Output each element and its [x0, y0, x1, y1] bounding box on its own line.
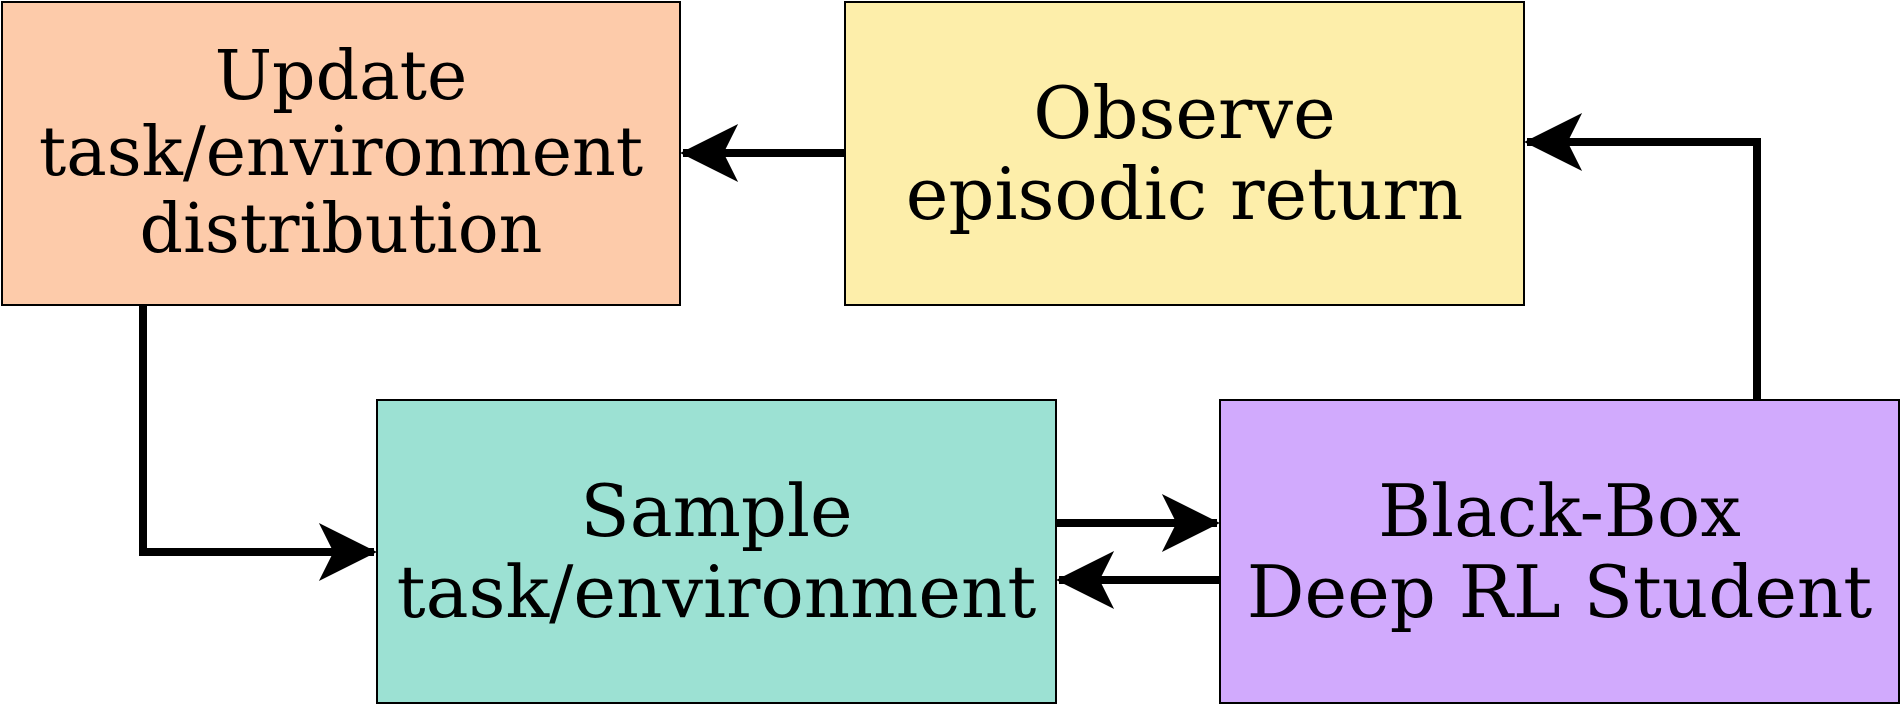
- arrow-update-to-sample: [139, 306, 377, 581]
- node-student-line-2: Deep RL Student: [1246, 549, 1873, 634]
- node-update-line-2: task/environment: [38, 113, 644, 193]
- arrow-student-to-observe: [1524, 113, 1761, 399]
- node-update-line-1: Update: [214, 37, 468, 117]
- node-observe-return: Observe episodic return: [844, 1, 1525, 306]
- node-observe-line-1: Observe: [1033, 70, 1336, 155]
- node-update-line-3: distribution: [139, 189, 543, 269]
- node-sample-task: Sample task/environment: [376, 399, 1057, 704]
- node-student-line-1: Black-Box: [1378, 468, 1741, 553]
- node-sample-line-2: task/environment: [396, 549, 1037, 634]
- node-observe-line-2: episodic return: [905, 151, 1464, 236]
- node-sample-line-1: Sample: [580, 468, 853, 553]
- node-rl-student: Black-Box Deep RL Student: [1219, 399, 1900, 704]
- node-update-distribution: Update task/environment distribution: [1, 1, 681, 306]
